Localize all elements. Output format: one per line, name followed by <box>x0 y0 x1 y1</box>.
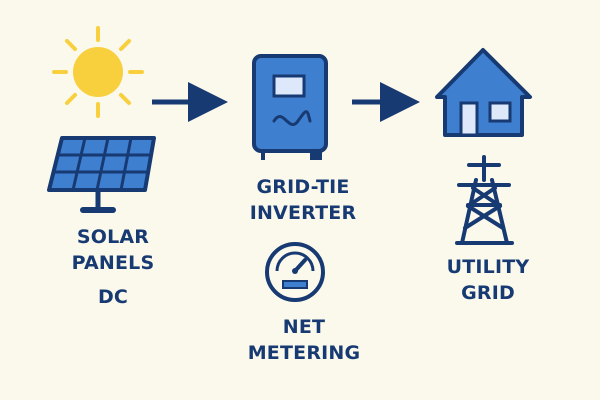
solar-panels-label: SOLAR PANELS <box>71 226 155 274</box>
grid-tie-inverter-label: GRID-TIE INVERTER <box>249 176 357 224</box>
dc-label: DC <box>97 286 129 308</box>
inverter-icon <box>252 54 328 160</box>
house-icon <box>435 48 532 137</box>
transmission-tower-icon <box>455 155 514 245</box>
net-meter-icon <box>265 242 325 302</box>
utility-grid-label: UTILITY GRID <box>446 256 530 304</box>
sun-icon <box>52 26 144 118</box>
solar-panel-icon <box>47 136 156 213</box>
net-metering-label: NET METERING <box>247 316 361 364</box>
